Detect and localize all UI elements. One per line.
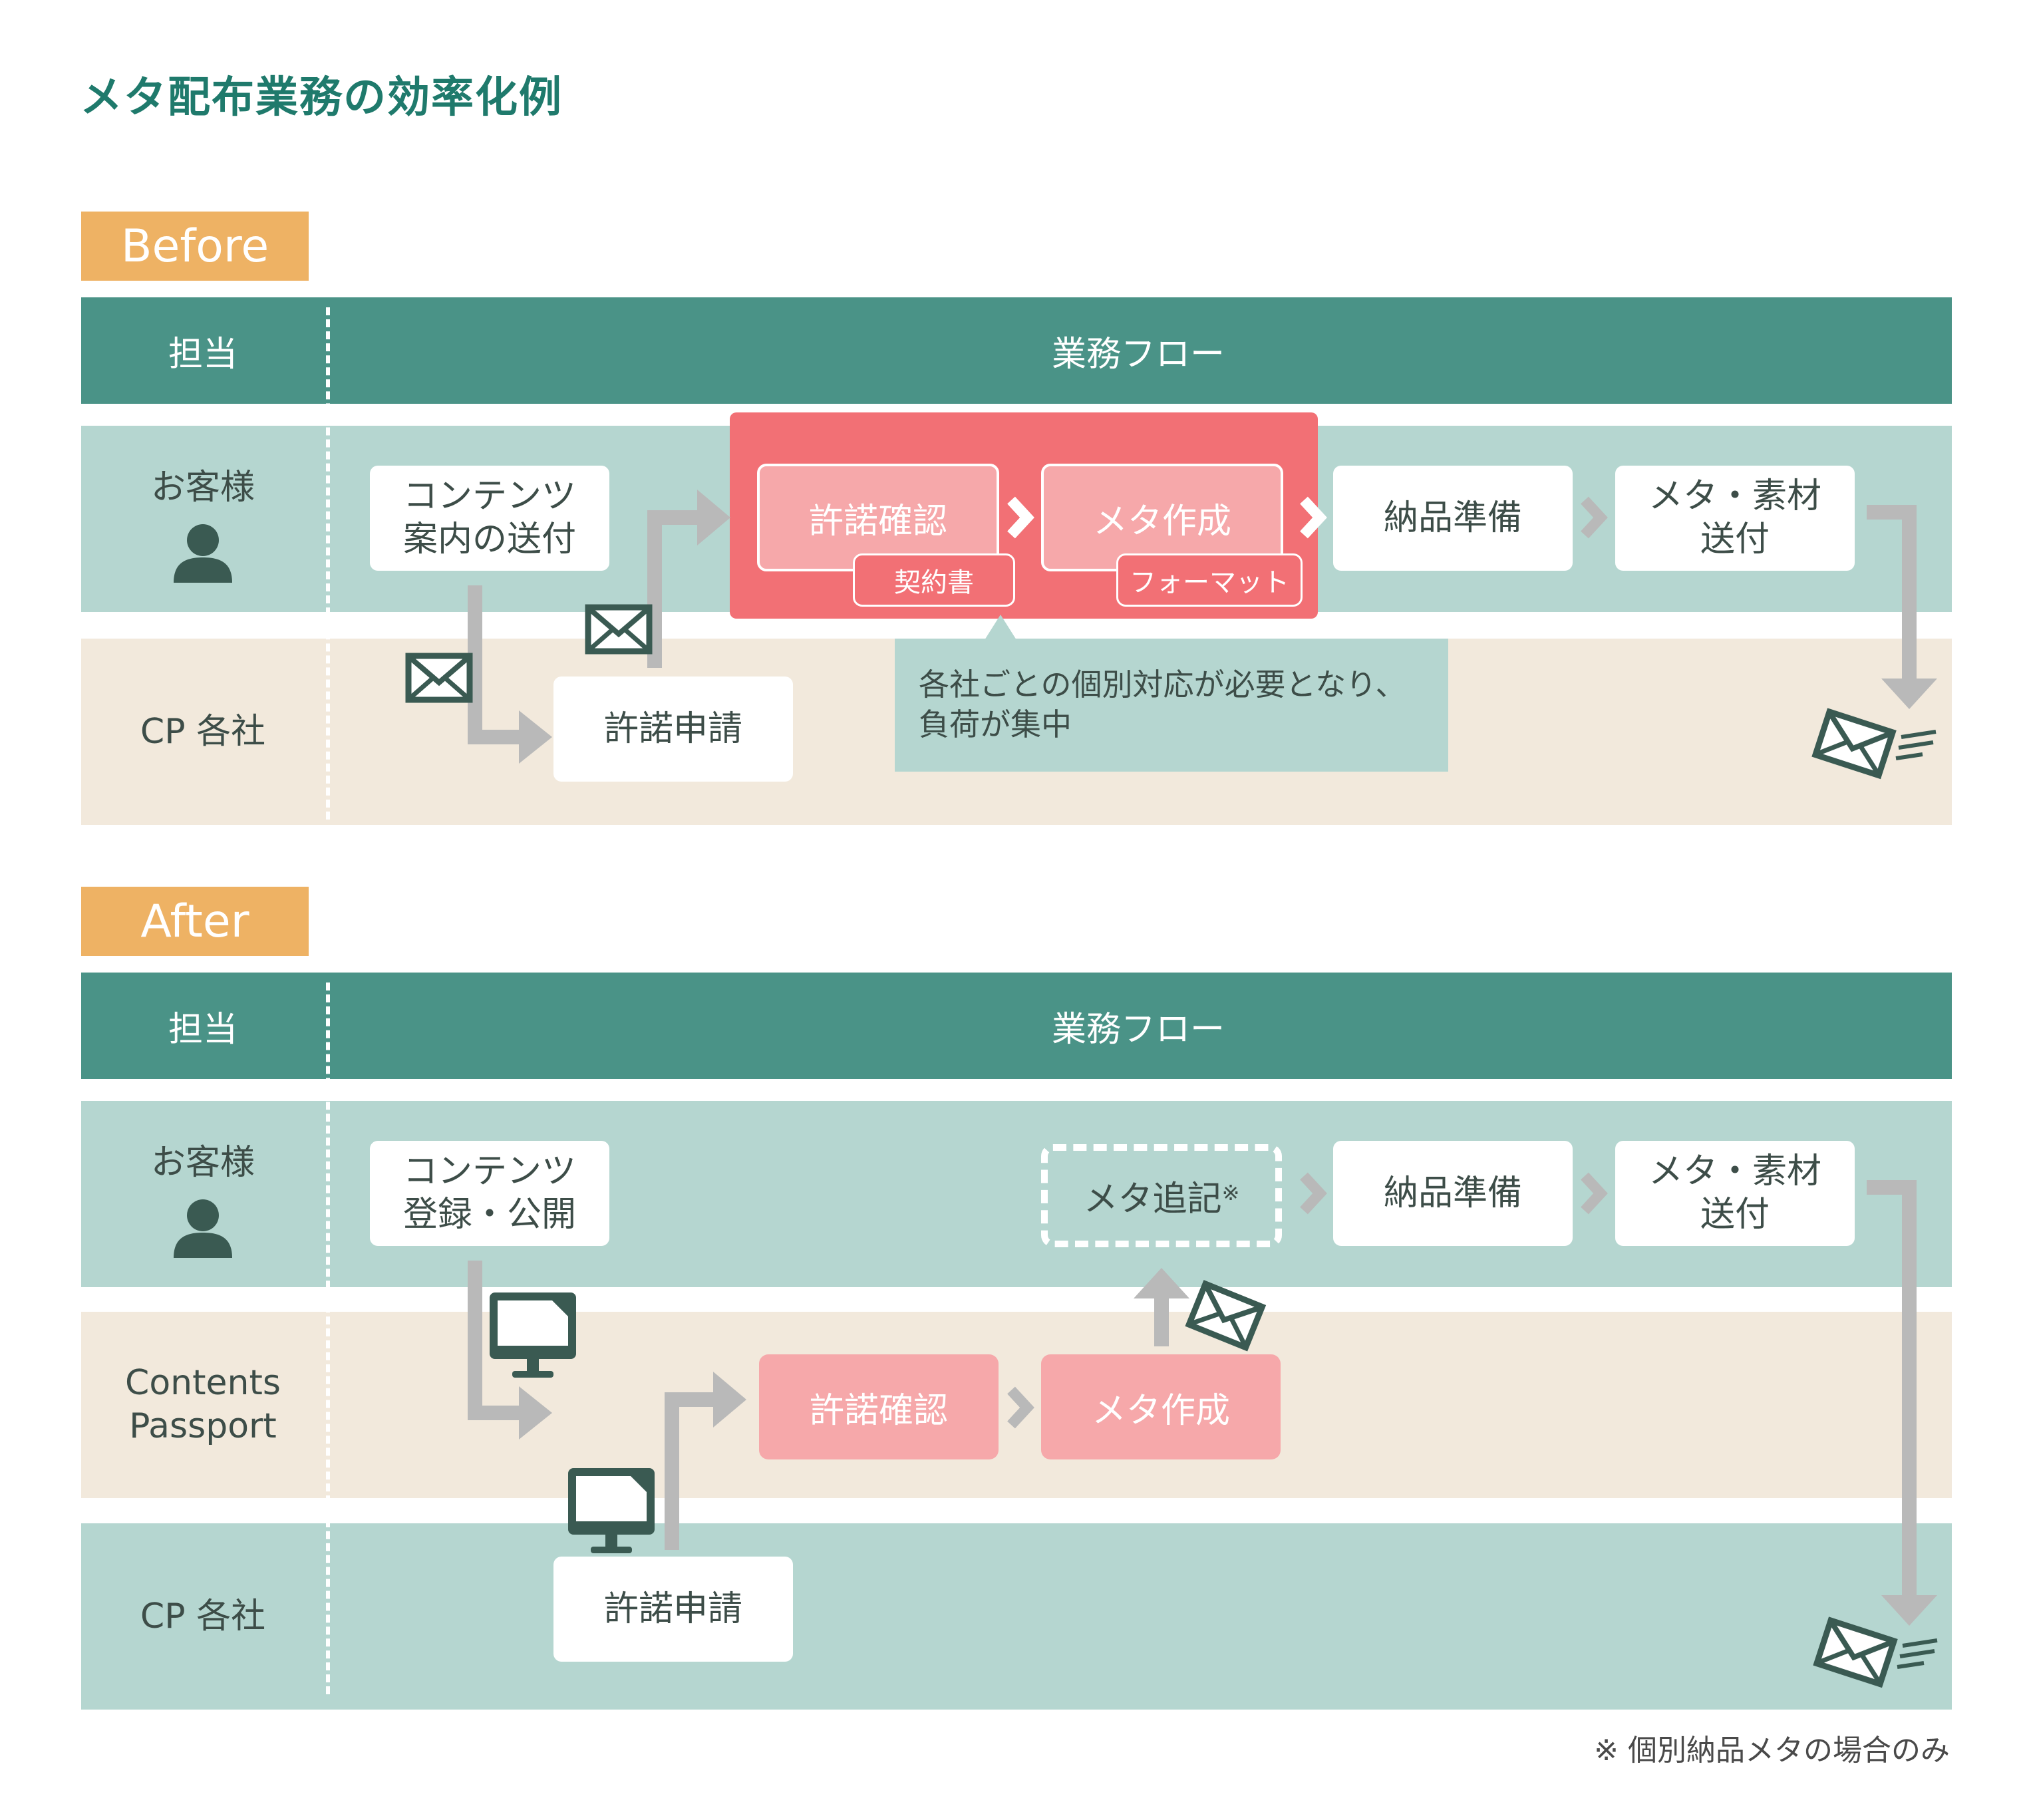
contract-tag: 契約書 (853, 553, 1015, 607)
before-lane-label-cp: CP 各社 (140, 711, 266, 752)
after-step-meta-create: メタ作成 (1041, 1354, 1281, 1459)
send-mail-icon (1817, 1620, 1937, 1684)
after-column-divider (326, 983, 330, 1694)
lane-label-text: お客様 (150, 467, 255, 508)
after-tag: After (81, 887, 309, 956)
step-text: 案内の送付 (402, 520, 576, 559)
step-text: メタ追記 (1083, 1179, 1222, 1219)
callout-text: 負荷が集中 (919, 706, 1072, 742)
after-header: 担当 業務フロー (81, 973, 1952, 1079)
chevron-right-icon (1007, 1386, 1034, 1429)
arrow-icon (647, 490, 730, 668)
before-step-send-meta: メタ・素材送付 (1615, 466, 1855, 571)
after-lane-label-customer: お客様 (81, 1114, 325, 1287)
send-mail-icon (1815, 712, 1936, 776)
after-step-permission-request: 許諾申請 (553, 1557, 793, 1662)
after-step-delivery-prep: 納品準備 (1333, 1141, 1573, 1246)
lane-label-text: お客様 (150, 1142, 255, 1183)
after-step-permission-check: 許諾確認 (759, 1354, 999, 1459)
monitor-icon (490, 1292, 576, 1378)
chevron-right-icon (1300, 1172, 1327, 1215)
after-step-contents-register: コンテンツ登録・公開 (370, 1141, 609, 1246)
step-text: 送付 (1700, 1195, 1770, 1235)
header-person-label: 担当 (168, 334, 237, 375)
step-text: 送付 (1700, 520, 1770, 559)
lane-label-text: Contents (125, 1363, 281, 1403)
after-lane-label-cp: CP 各社 (140, 1596, 266, 1636)
step-text: コンテンツ (402, 476, 576, 516)
chevron-right-icon (1581, 1172, 1608, 1215)
step-text: メタ・素材 (1648, 1151, 1821, 1191)
footnote: ※ 個別納品メタの場合のみ (1594, 1734, 1950, 1767)
header-flow-label: 業務フロー (1051, 334, 1225, 375)
header-flow-label: 業務フロー (1051, 1009, 1225, 1050)
header-person-label: 担当 (168, 1009, 237, 1050)
page-title: メタ配布業務の効率化例 (80, 73, 563, 122)
lane-label-text: Passport (129, 1406, 277, 1446)
format-tag: フォーマット (1116, 553, 1303, 607)
before-callout: 各社ごとの個別対応が必要となり、 負荷が集中 (895, 639, 1448, 772)
envelope-icon (588, 607, 649, 651)
before-column-divider (326, 307, 330, 820)
arrow-icon (1867, 1180, 1937, 1626)
step-text: 登録・公開 (402, 1195, 576, 1235)
arrow-icon (665, 1372, 746, 1550)
arrow-icon (1867, 505, 1937, 709)
chevron-right-icon (1300, 496, 1327, 539)
before-lane-label-customer: お客様 (81, 439, 325, 612)
envelope-icon (1189, 1284, 1262, 1348)
person-icon (174, 1199, 232, 1258)
before-step-permission-request: 許諾申請 (553, 677, 793, 782)
monitor-icon (568, 1468, 655, 1553)
before-tag: Before (81, 212, 309, 281)
chevron-right-icon (1007, 496, 1034, 539)
before-step-delivery-prep: 納品準備 (1333, 466, 1573, 571)
callout-pointer (985, 615, 1016, 640)
callout-text: 各社ごとの個別対応が必要となり、 (919, 667, 1406, 702)
after-lane-passport (81, 1312, 1952, 1498)
footnote-mark: ※ (1221, 1179, 1240, 1205)
chevron-right-icon (1581, 496, 1608, 539)
step-text: メタ・素材 (1648, 476, 1821, 516)
after-lane-label-passport: Contents Passport (81, 1312, 325, 1498)
after-lane-cp (81, 1523, 1952, 1710)
before-step-contents-notice: コンテンツ案内の送付 (370, 466, 609, 571)
envelope-icon (408, 656, 470, 700)
after-step-meta-append: メタ追記※ (1041, 1144, 1282, 1247)
arrow-icon (468, 1261, 552, 1440)
arrow-icon (1134, 1268, 1189, 1346)
arrow-icon (468, 585, 552, 764)
before-header: 担当 業務フロー (81, 297, 1952, 404)
after-step-send-meta: メタ・素材送付 (1615, 1141, 1855, 1246)
person-icon (174, 524, 232, 583)
step-text: コンテンツ (402, 1151, 576, 1191)
